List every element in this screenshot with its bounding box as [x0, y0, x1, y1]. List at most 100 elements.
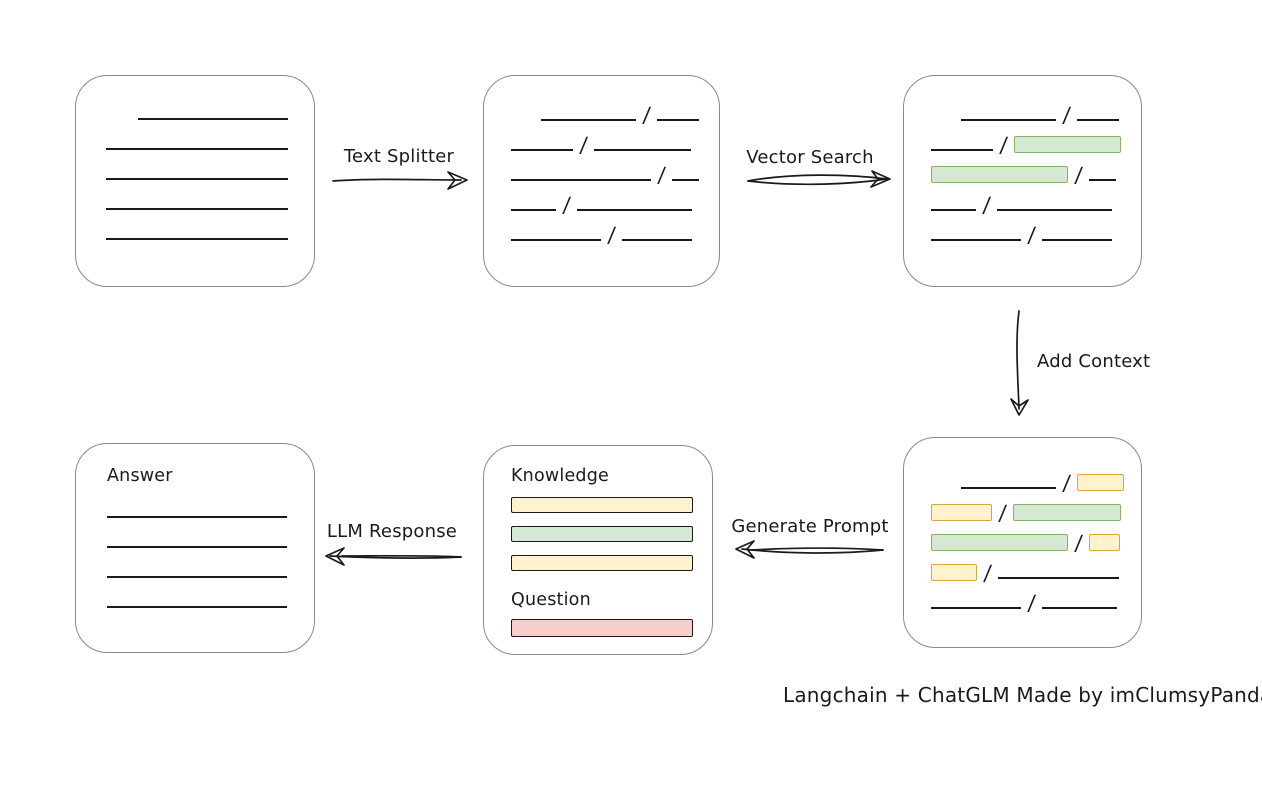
text-line — [107, 546, 287, 548]
text-row — [138, 92, 314, 122]
text-line — [106, 178, 288, 180]
text-row — [106, 212, 314, 242]
yellow-bar — [511, 555, 693, 571]
text-line — [1089, 179, 1117, 181]
question-bars — [511, 619, 693, 637]
caption: Langchain + ChatGLM Made by imClumsyPand… — [783, 683, 1262, 707]
green-chunk — [1013, 504, 1122, 521]
text-line — [511, 239, 601, 241]
text-line — [1042, 239, 1113, 241]
text-line — [541, 119, 636, 121]
yellow-chunk — [931, 504, 992, 521]
text-line — [594, 149, 692, 151]
text-row — [106, 152, 314, 182]
text-line — [107, 576, 287, 578]
text-line — [1042, 607, 1118, 609]
text-line — [577, 209, 693, 211]
text-line — [1077, 119, 1120, 121]
split-text-lines: ///// — [484, 76, 719, 286]
generate-prompt-arrow — [735, 540, 884, 559]
text-splitter-arrow — [332, 171, 468, 190]
answer-lines — [107, 490, 314, 610]
text-line — [931, 149, 993, 151]
text-row: / — [931, 521, 1141, 555]
text-row: / — [541, 93, 719, 127]
text-line — [107, 606, 287, 608]
generate-prompt-label: Generate Prompt — [731, 516, 889, 537]
text-row: / — [931, 153, 1141, 187]
knowledge-bars — [511, 497, 693, 571]
text-line — [106, 148, 288, 150]
text-row: / — [931, 213, 1141, 247]
slash-separator: / — [606, 223, 617, 247]
text-line — [622, 239, 693, 241]
answer-label: Answer — [107, 466, 173, 486]
text-row — [106, 122, 314, 152]
llm-response-arrow — [325, 547, 462, 566]
text-line — [107, 516, 287, 518]
text-line — [511, 179, 651, 181]
text-row: / — [931, 123, 1141, 157]
text-row: / — [961, 93, 1141, 127]
green-chunk — [931, 166, 1068, 183]
split-text-box: ///// — [483, 75, 720, 287]
arrow-line — [741, 548, 884, 554]
vector-matches-lines: ///// — [904, 76, 1141, 286]
text-row — [107, 580, 314, 610]
text-line — [961, 487, 1056, 489]
text-row: / — [931, 581, 1141, 615]
arrow-head — [1010, 398, 1029, 416]
text-row — [107, 550, 314, 580]
text-line — [931, 239, 1021, 241]
arrow-line — [341, 554, 462, 558]
add-context-label: Add Context — [1037, 351, 1151, 372]
green-bar — [511, 526, 693, 542]
yellow-chunk — [1077, 474, 1125, 491]
text-row — [107, 520, 314, 550]
slash-separator: / — [1026, 223, 1037, 247]
context-box: ///// — [903, 437, 1142, 648]
text-line — [998, 577, 1120, 579]
text-row: / — [511, 123, 719, 157]
text-row — [107, 490, 314, 520]
arrow-head — [447, 171, 468, 190]
text-line — [138, 118, 288, 120]
arrow-line — [747, 174, 888, 182]
text-line — [511, 149, 573, 151]
arrow-line — [329, 555, 462, 559]
green-chunk — [1014, 136, 1122, 153]
text-line — [657, 119, 700, 121]
text-line — [106, 208, 288, 210]
arrow-head — [735, 540, 755, 559]
knowledge-label: Knowledge — [511, 466, 609, 486]
green-chunk — [931, 534, 1068, 551]
text-row — [106, 182, 314, 212]
text-line — [961, 119, 1056, 121]
answer-box: Answer — [75, 443, 315, 653]
arrow-line — [332, 178, 462, 182]
arrow-line — [747, 178, 888, 186]
text-splitter-label: Text Splitter — [343, 146, 455, 167]
yellow-chunk — [1089, 534, 1121, 551]
document-lines — [76, 76, 314, 286]
vector-search-label: Vector Search — [746, 147, 874, 168]
text-line — [931, 209, 976, 211]
yellow-bar — [511, 497, 693, 513]
arrow-head — [870, 170, 891, 188]
yellow-chunk — [931, 564, 977, 581]
prompt-box: Knowledge Question — [483, 445, 713, 655]
red-bar — [511, 619, 693, 637]
text-line — [672, 179, 700, 181]
text-line — [106, 238, 288, 240]
text-row: / — [931, 491, 1141, 525]
vector-search-arrow — [747, 170, 891, 188]
text-row: / — [511, 183, 719, 217]
add-context-arrow — [1010, 310, 1029, 416]
text-line — [931, 607, 1021, 609]
text-line — [997, 209, 1113, 211]
text-row: / — [961, 461, 1141, 495]
arrow-line — [751, 547, 884, 551]
slash-separator: / — [1026, 591, 1037, 615]
vector-matches-box: ///// — [903, 75, 1142, 287]
